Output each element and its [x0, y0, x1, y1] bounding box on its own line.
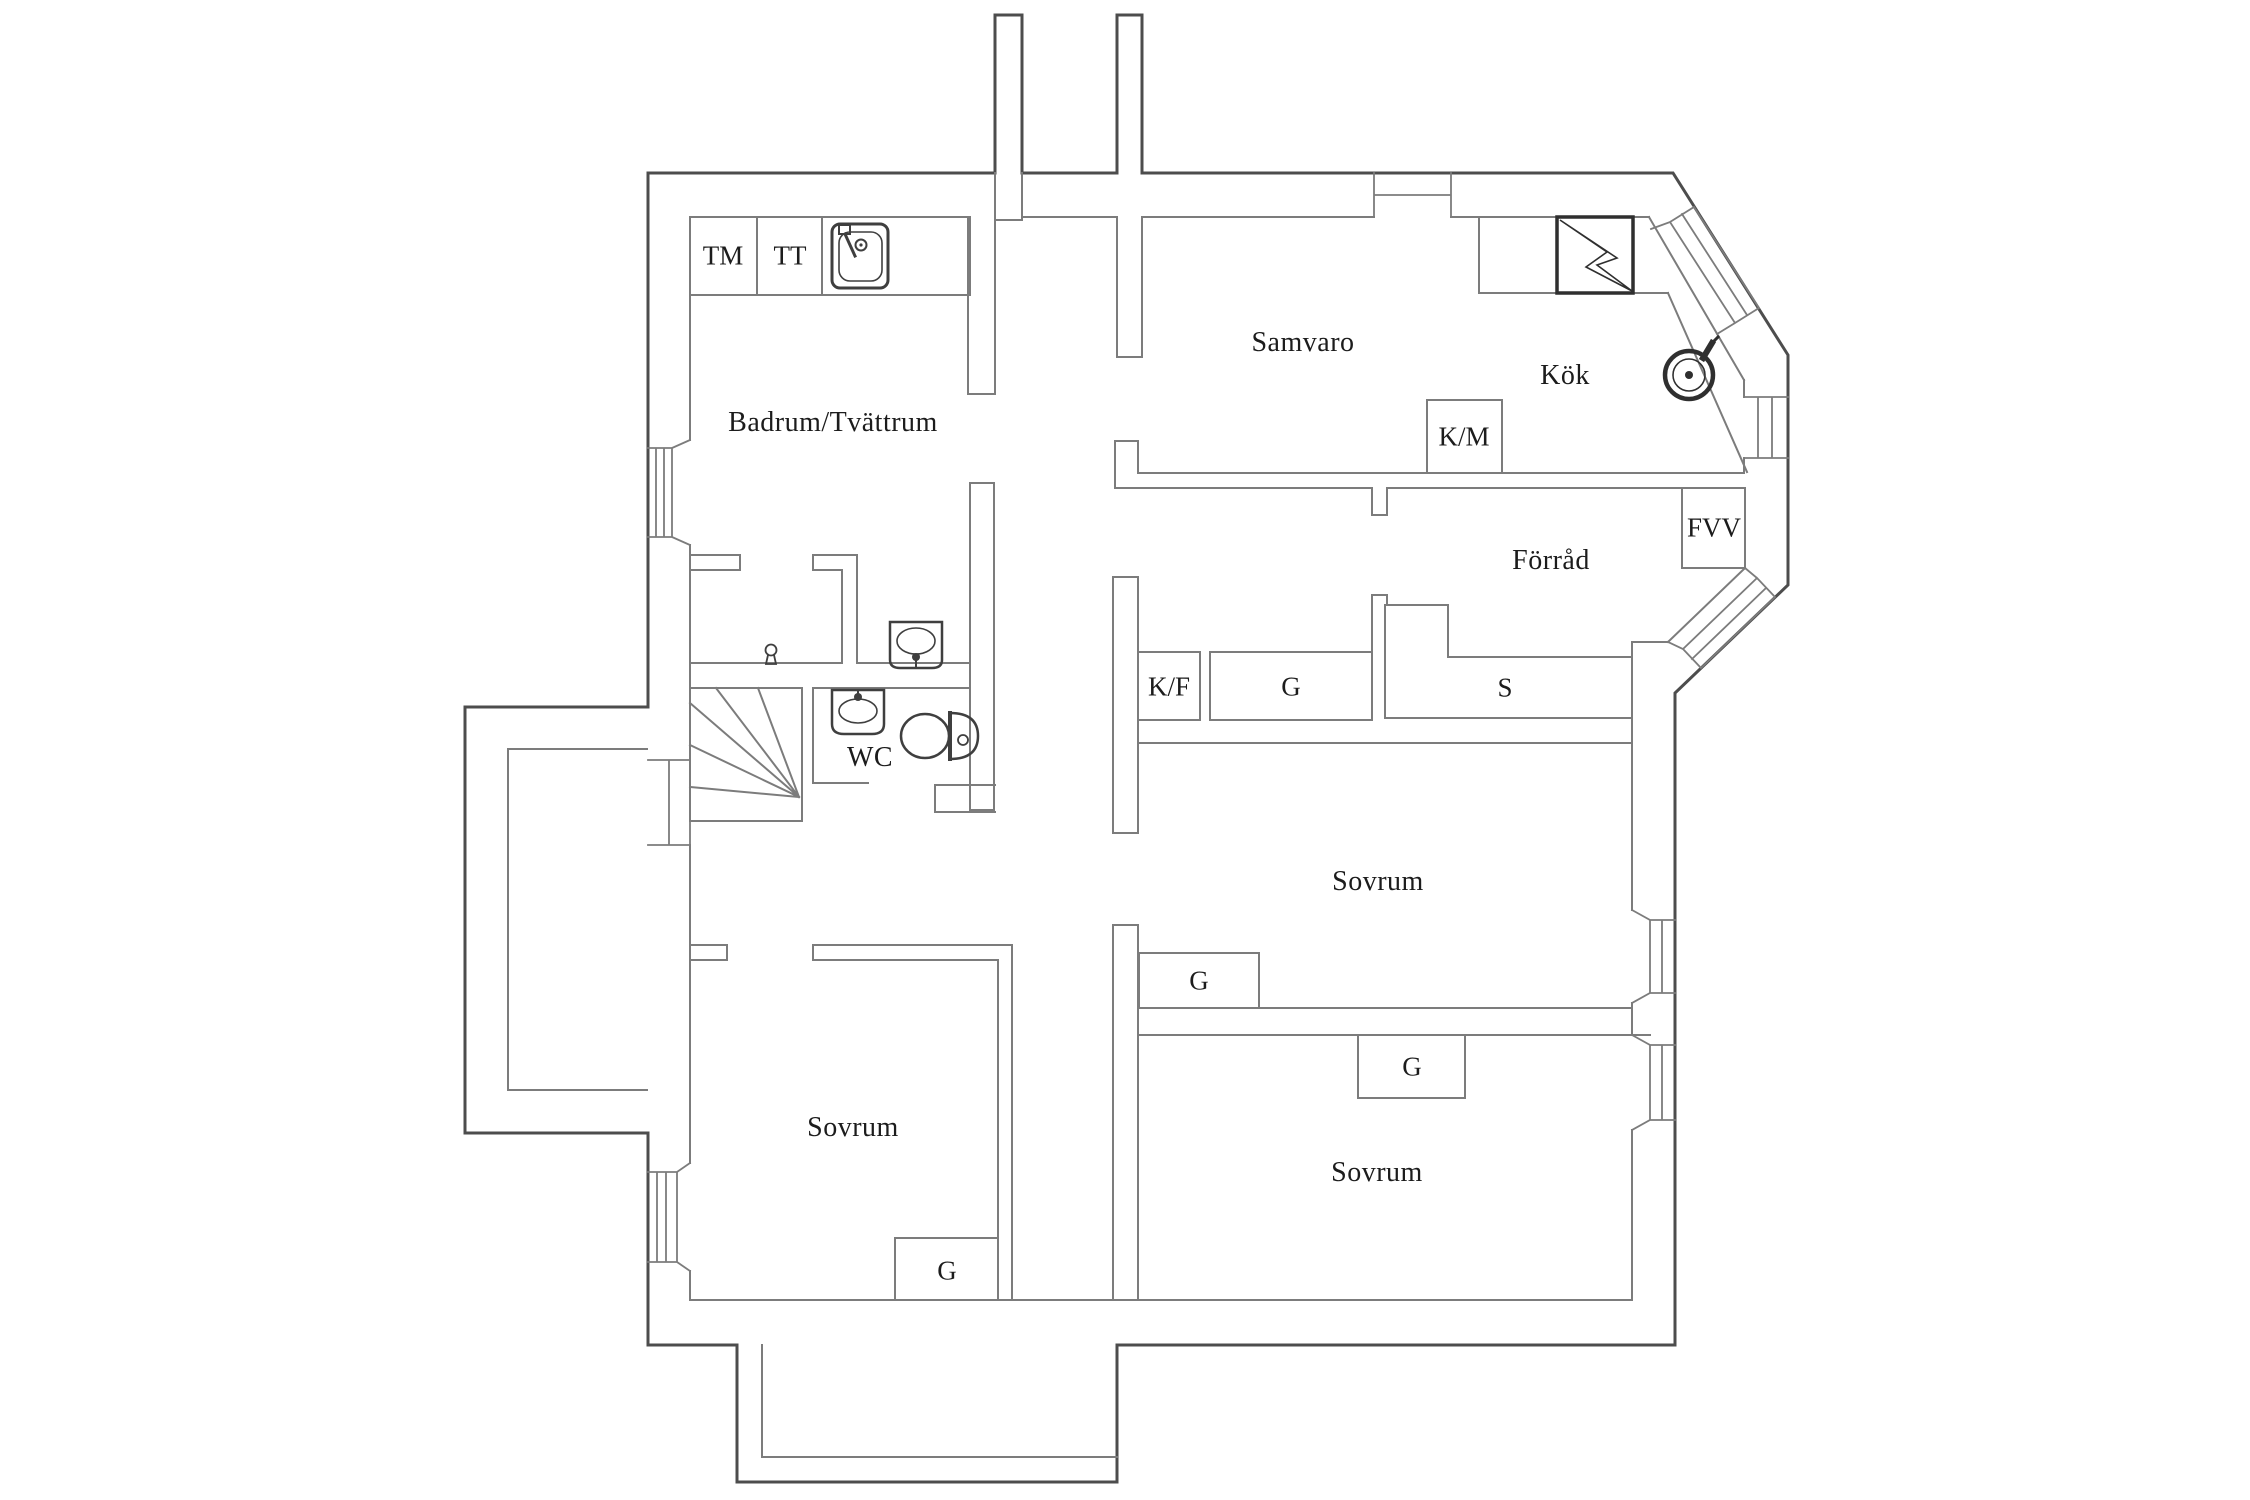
room-label-s-10: S [1497, 672, 1513, 703]
room-label-sovrum-12: Sovrum [1332, 866, 1424, 897]
room-label-g-14: G [1402, 1051, 1422, 1082]
shower-icon [764, 643, 778, 665]
window-east-kitchen [1743, 396, 1789, 459]
laundry-sink-icon [830, 222, 890, 290]
bathroom-basin-icon [888, 620, 944, 670]
room-label-badrum-tv-ttrum-2: Badrum/Tvättrum [728, 407, 938, 438]
staircase-icon [688, 686, 803, 822]
closet-fvv [1681, 487, 1746, 569]
wc-basin-icon [830, 688, 886, 736]
closet-g-hall [1209, 651, 1373, 721]
room-label-tm-0: TM [702, 240, 744, 271]
window-southeast-diagonal [1666, 566, 1777, 670]
room-label-wc-11: WC [846, 742, 894, 773]
room-label-tt-1: TT [773, 240, 807, 271]
room-label-sovrum-15: Sovrum [807, 1112, 899, 1143]
window-east-bedroom-mid [1630, 908, 1676, 1005]
room-label-k-f-8: K/F [1147, 671, 1191, 702]
window-east-bedroom-bottom [1630, 1033, 1676, 1132]
room-label-fvv-6: FVV [1686, 512, 1742, 543]
window-north [1373, 172, 1452, 218]
window-west-terrace [647, 759, 691, 846]
closet-g-bedroom-mid [1138, 952, 1260, 1009]
room-label-g-9: G [1281, 671, 1301, 702]
window-west-bathroom [647, 438, 692, 547]
kitchen-sink-icon [1662, 334, 1721, 402]
window-northeast-diagonal [1649, 205, 1761, 336]
closet-g-bedroom-bottom [1357, 1034, 1466, 1099]
room-label-f-rr-d-7: Förråd [1512, 545, 1590, 576]
closet-kf [1137, 651, 1201, 721]
room-label-g-17: G [937, 1255, 957, 1286]
room-label-sovrum-16: Sovrum [1331, 1157, 1423, 1188]
room-label-g-13: G [1189, 965, 1209, 996]
room-label-k-k-4: Kök [1540, 360, 1590, 391]
toilet-icon [899, 711, 980, 761]
room-label-k-m-5: K/M [1438, 421, 1490, 452]
windows [647, 172, 1789, 1273]
window-west-bedroom [647, 1161, 692, 1273]
closet-g-bedroom-left [894, 1237, 999, 1301]
fireplace-icon [1555, 215, 1635, 295]
room-label-samvaro-3: Samvaro [1251, 327, 1355, 358]
closet-km [1426, 399, 1503, 474]
interior-walls [507, 172, 1749, 1458]
